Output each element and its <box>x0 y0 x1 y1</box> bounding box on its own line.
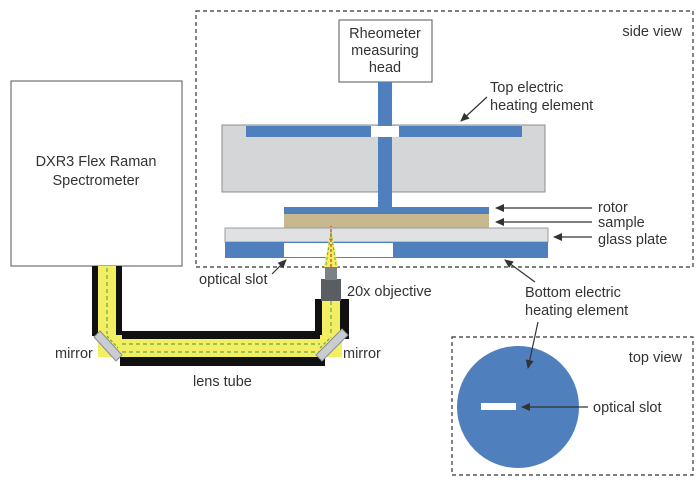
bottom-heating-label-line1: Bottom electric <box>525 285 621 301</box>
rheometer-label-line2: measuring <box>351 43 419 59</box>
rotor <box>284 207 489 214</box>
spectrometer-label-line1: DXR3 Flex Raman <box>36 154 157 170</box>
right-mirror <box>315 328 349 362</box>
optical-slot-top-label: optical slot <box>593 400 662 416</box>
left-mirror-beam-turn <box>106 335 119 349</box>
right-mirror-beam-turn <box>319 336 332 349</box>
lens-tube-label: lens tube <box>193 374 252 390</box>
left-vertical-beam <box>98 266 116 336</box>
mirror-right-label: mirror <box>343 346 381 362</box>
rotor-label: rotor <box>598 200 628 216</box>
optical-slot-side <box>284 243 393 257</box>
objective-body <box>321 279 341 301</box>
objective-label: 20x objective <box>347 284 432 300</box>
rheometer-shaft <box>378 82 392 208</box>
sample-label: sample <box>598 215 645 231</box>
objective-tip <box>325 266 337 280</box>
side-view-label: side view <box>622 24 682 40</box>
spectrometer-box <box>10 80 183 267</box>
beam-dash-left <box>325 231 332 266</box>
left-mirror <box>93 330 123 362</box>
top-view-label: top view <box>629 350 683 366</box>
top-heating-gap <box>371 126 399 137</box>
top-view-plate <box>457 346 579 468</box>
top-view-heating-arrow <box>525 321 539 369</box>
top-heating-label-line1: Top electric <box>490 80 563 96</box>
rheometer-label-line3: head <box>369 60 401 76</box>
optical-slot-top <box>481 403 516 410</box>
bottom-heating-label-line2: heating element <box>525 303 628 319</box>
rheometer-label-line1: Rheometer <box>349 26 421 42</box>
glass-plate-label: glass plate <box>598 232 667 248</box>
optical-slot-side-arrow <box>271 259 287 275</box>
right-vertical-beam <box>322 299 340 341</box>
sample <box>284 214 489 228</box>
top-heating-label-line2: heating element <box>490 98 593 114</box>
top-heating-arrow <box>460 96 488 122</box>
beam-dash-right <box>330 231 337 266</box>
mirror-left-label: mirror <box>55 346 93 362</box>
lens-tube-beam <box>120 339 325 357</box>
optical-slot-side-label: optical slot <box>199 272 268 288</box>
bottom-heating-arrow <box>504 259 536 283</box>
side-view-frame <box>195 10 694 268</box>
glass-plate <box>224 227 549 243</box>
spectrometer-label-line2: Spectrometer <box>52 173 139 189</box>
top-view-frame <box>451 336 694 476</box>
